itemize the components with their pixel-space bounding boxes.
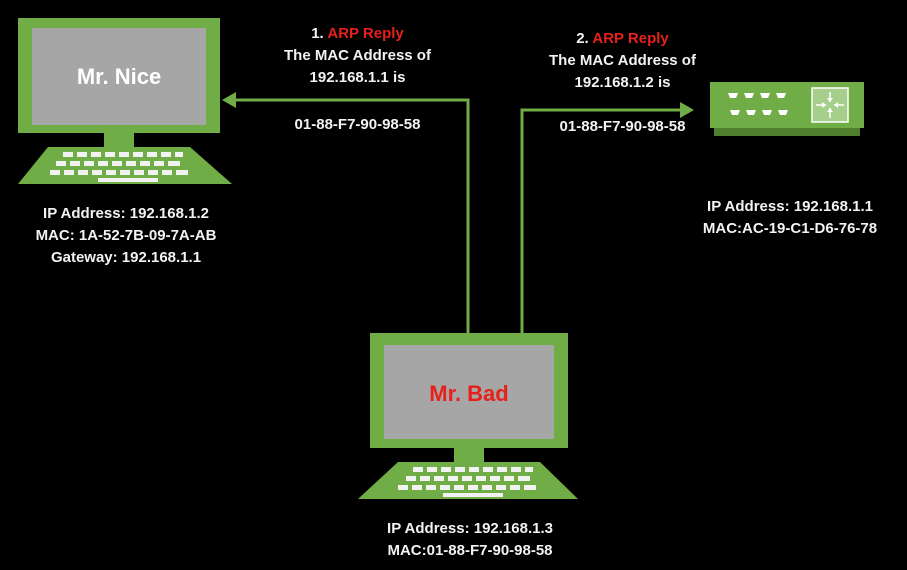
arp-reply-2: 2. ARP Reply The MAC Address of 192.168.… [520,28,725,94]
mr-bad-mac: MAC:01-88-F7-90-98-58 [387,542,553,559]
mr-nice-gateway: Gateway: 192.168.1.1 [50,249,202,266]
arp-reply-2-number: 2. [576,30,589,47]
arrowhead-right [680,102,694,118]
router-mac: MAC:AC-19-C1-D6-76-78 [702,220,878,237]
router-device [710,82,864,136]
arp-reply-1-title: ARP Reply [327,25,404,42]
laptop-mr-nice: Mr. Nice [18,18,232,184]
arp-reply-2-value: 01-88-F7-90-98-58 [559,118,686,135]
arp-reply-1-number: 1. [311,25,324,42]
device-name-mr-bad: Mr. Bad [429,381,509,406]
mr-nice-mac: MAC: 1A-52-7B-09-7A-AB [35,227,217,244]
arp-reply-2-line1: The MAC Address of [549,52,696,69]
arp-reply-1-value: 01-88-F7-90-98-58 [294,116,421,133]
arrowhead-left [222,92,236,108]
arp-reply-2-header: 2. ARP Reply [520,28,725,50]
router-switch-icon [710,82,864,136]
router-ip: IP Address: 192.168.1.1 [707,198,873,215]
laptop-mr-bad: Mr. Bad [358,333,578,499]
laptop-icon [358,333,578,499]
arp-reply-1-line1: The MAC Address of [284,47,431,64]
arp-reply-2-title: ARP Reply [592,30,669,47]
mr-bad-info: IP Address: 192.168.1.3 MAC:01-88-F7-90-… [340,518,600,562]
arp-reply-1-line2: 192.168.1.1 is [309,69,406,86]
arp-reply-1: 1. ARP Reply The MAC Address of 192.168.… [255,23,460,89]
mr-nice-ip: IP Address: 192.168.1.2 [43,205,209,222]
arrow-to-mr-nice [236,98,470,333]
arp-reply-2-line2: 192.168.1.2 is [574,74,671,91]
mr-nice-info: IP Address: 192.168.1.2 MAC: 1A-52-7B-09… [0,203,252,269]
laptop-icon [18,18,232,184]
mr-bad-ip: IP Address: 192.168.1.3 [387,520,553,537]
device-name-mr-nice: Mr. Nice [76,64,162,89]
router-info: IP Address: 192.168.1.1 MAC:AC-19-C1-D6-… [665,196,907,240]
arp-reply-1-header: 1. ARP Reply [255,23,460,45]
arrow-to-router [520,108,680,333]
